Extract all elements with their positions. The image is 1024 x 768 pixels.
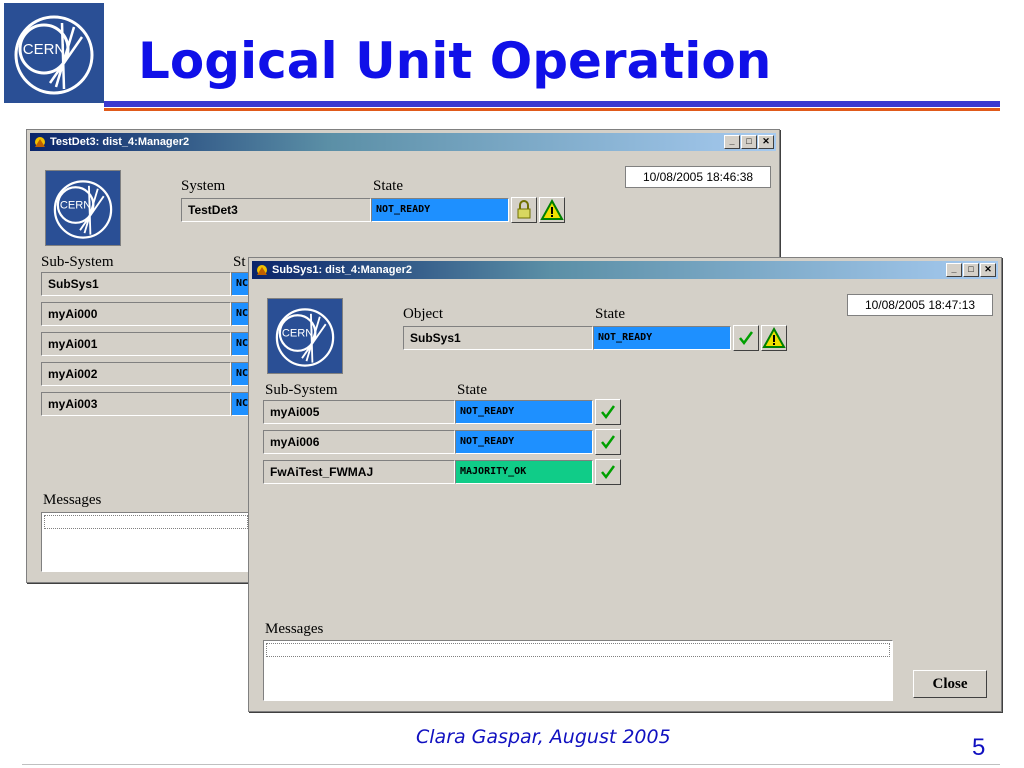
subsystem-state[interactable]: MAJORITY_OK bbox=[455, 460, 593, 484]
cern-logo-icon: CERN bbox=[53, 180, 113, 239]
title-rule-blue bbox=[104, 101, 1000, 107]
messages-label: Messages bbox=[265, 621, 324, 637]
cern-logo: CERN bbox=[4, 3, 104, 103]
ok-button[interactable] bbox=[733, 325, 759, 351]
object-state-field[interactable]: NOT_READY bbox=[593, 326, 731, 350]
maximize-icon: □ bbox=[968, 264, 974, 274]
warning-icon bbox=[762, 326, 786, 348]
checkmark-icon bbox=[601, 435, 616, 450]
subsystem-header: Sub-System bbox=[41, 254, 114, 270]
minimize-icon: _ bbox=[729, 136, 735, 146]
lock-button[interactable] bbox=[511, 197, 537, 223]
system-header: System bbox=[181, 178, 226, 194]
footer-author: Clara Gaspar, August 2005 bbox=[416, 726, 671, 748]
close-window-button[interactable]: ✕ bbox=[758, 135, 774, 149]
subsystem-row[interactable]: myAi002 bbox=[41, 362, 231, 386]
state-header: State bbox=[373, 178, 403, 194]
messages-label: Messages bbox=[43, 492, 102, 508]
state-header: State bbox=[595, 306, 625, 322]
warning-icon bbox=[540, 198, 564, 220]
close-icon: ✕ bbox=[984, 264, 992, 274]
warning-button[interactable] bbox=[539, 197, 565, 223]
checkmark-icon bbox=[739, 331, 754, 346]
subsystem-state[interactable]: NOT_READY bbox=[455, 400, 593, 424]
datetime-display: 10/08/2005 18:46:38 bbox=[625, 166, 771, 188]
object-header: Object bbox=[403, 306, 443, 322]
cern-logo-text: CERN bbox=[282, 328, 313, 340]
page-number: 5 bbox=[972, 734, 986, 761]
window-titlebar[interactable]: SubSys1: dist_4:Manager2 _ □ ✕ bbox=[252, 261, 998, 279]
subsystem-row[interactable]: myAi003 bbox=[41, 392, 231, 416]
datetime-display: 10/08/2005 18:47:13 bbox=[847, 294, 993, 316]
minimize-icon: _ bbox=[951, 264, 957, 274]
subsystem-state-header: St bbox=[233, 254, 246, 270]
minimize-button[interactable]: _ bbox=[946, 263, 962, 277]
app-icon bbox=[257, 265, 267, 275]
subsystem-row[interactable]: SubSys1 bbox=[41, 272, 231, 296]
ok-button[interactable] bbox=[595, 399, 621, 425]
maximize-button[interactable]: □ bbox=[741, 135, 757, 149]
window-title: SubSys1: dist_4:Manager2 bbox=[272, 264, 412, 276]
subsystem-state[interactable]: NC bbox=[231, 332, 251, 356]
subsystem-row[interactable]: myAi001 bbox=[41, 332, 231, 356]
cern-logo-text: CERN bbox=[60, 200, 91, 212]
checkmark-icon bbox=[601, 465, 616, 480]
subsystem-state[interactable]: NOT_READY bbox=[455, 430, 593, 454]
close-icon: ✕ bbox=[762, 136, 770, 146]
maximize-button[interactable]: □ bbox=[963, 263, 979, 277]
slide-title: Logical Unit Operation bbox=[138, 32, 772, 90]
close-window-button[interactable]: ✕ bbox=[980, 263, 996, 277]
title-rule-red bbox=[104, 108, 1000, 111]
close-button[interactable]: Close bbox=[913, 670, 987, 698]
cern-logo-small: CERN bbox=[45, 170, 121, 246]
subsystem-header: Sub-System bbox=[265, 382, 338, 398]
maximize-icon: □ bbox=[746, 136, 752, 146]
cern-logo-small: CERN bbox=[267, 298, 343, 374]
ok-button[interactable] bbox=[595, 429, 621, 455]
system-state-field[interactable]: NOT_READY bbox=[371, 198, 509, 222]
subsystem-row[interactable]: myAi000 bbox=[41, 302, 231, 326]
lock-icon bbox=[517, 200, 531, 219]
subsystem-state-header: State bbox=[457, 382, 487, 398]
minimize-button[interactable]: _ bbox=[724, 135, 740, 149]
system-name-field[interactable]: TestDet3 bbox=[181, 198, 371, 222]
bottom-rule bbox=[22, 764, 1000, 765]
object-name-field[interactable]: SubSys1 bbox=[403, 326, 593, 350]
cern-logo-text: CERN bbox=[23, 41, 66, 58]
checkmark-icon bbox=[601, 405, 616, 420]
window-title: TestDet3: dist_4:Manager2 bbox=[50, 136, 190, 148]
cern-logo-icon: CERN bbox=[275, 308, 335, 367]
window-titlebar[interactable]: TestDet3: dist_4:Manager2 _ □ ✕ bbox=[30, 133, 776, 151]
subsystem-row[interactable]: myAi006 bbox=[263, 430, 455, 454]
subsystem-row[interactable]: FwAiTest_FWMAJ bbox=[263, 460, 455, 484]
ok-button[interactable] bbox=[595, 459, 621, 485]
app-icon bbox=[35, 137, 45, 147]
cern-logo-icon: CERN bbox=[4, 3, 104, 103]
messages-box[interactable] bbox=[41, 512, 251, 572]
window-subsys1: SubSys1: dist_4:Manager2 _ □ ✕ 10/08/200… bbox=[248, 257, 1002, 712]
messages-box[interactable] bbox=[263, 640, 893, 701]
subsystem-row[interactable]: myAi005 bbox=[263, 400, 455, 424]
warning-button[interactable] bbox=[761, 325, 787, 351]
